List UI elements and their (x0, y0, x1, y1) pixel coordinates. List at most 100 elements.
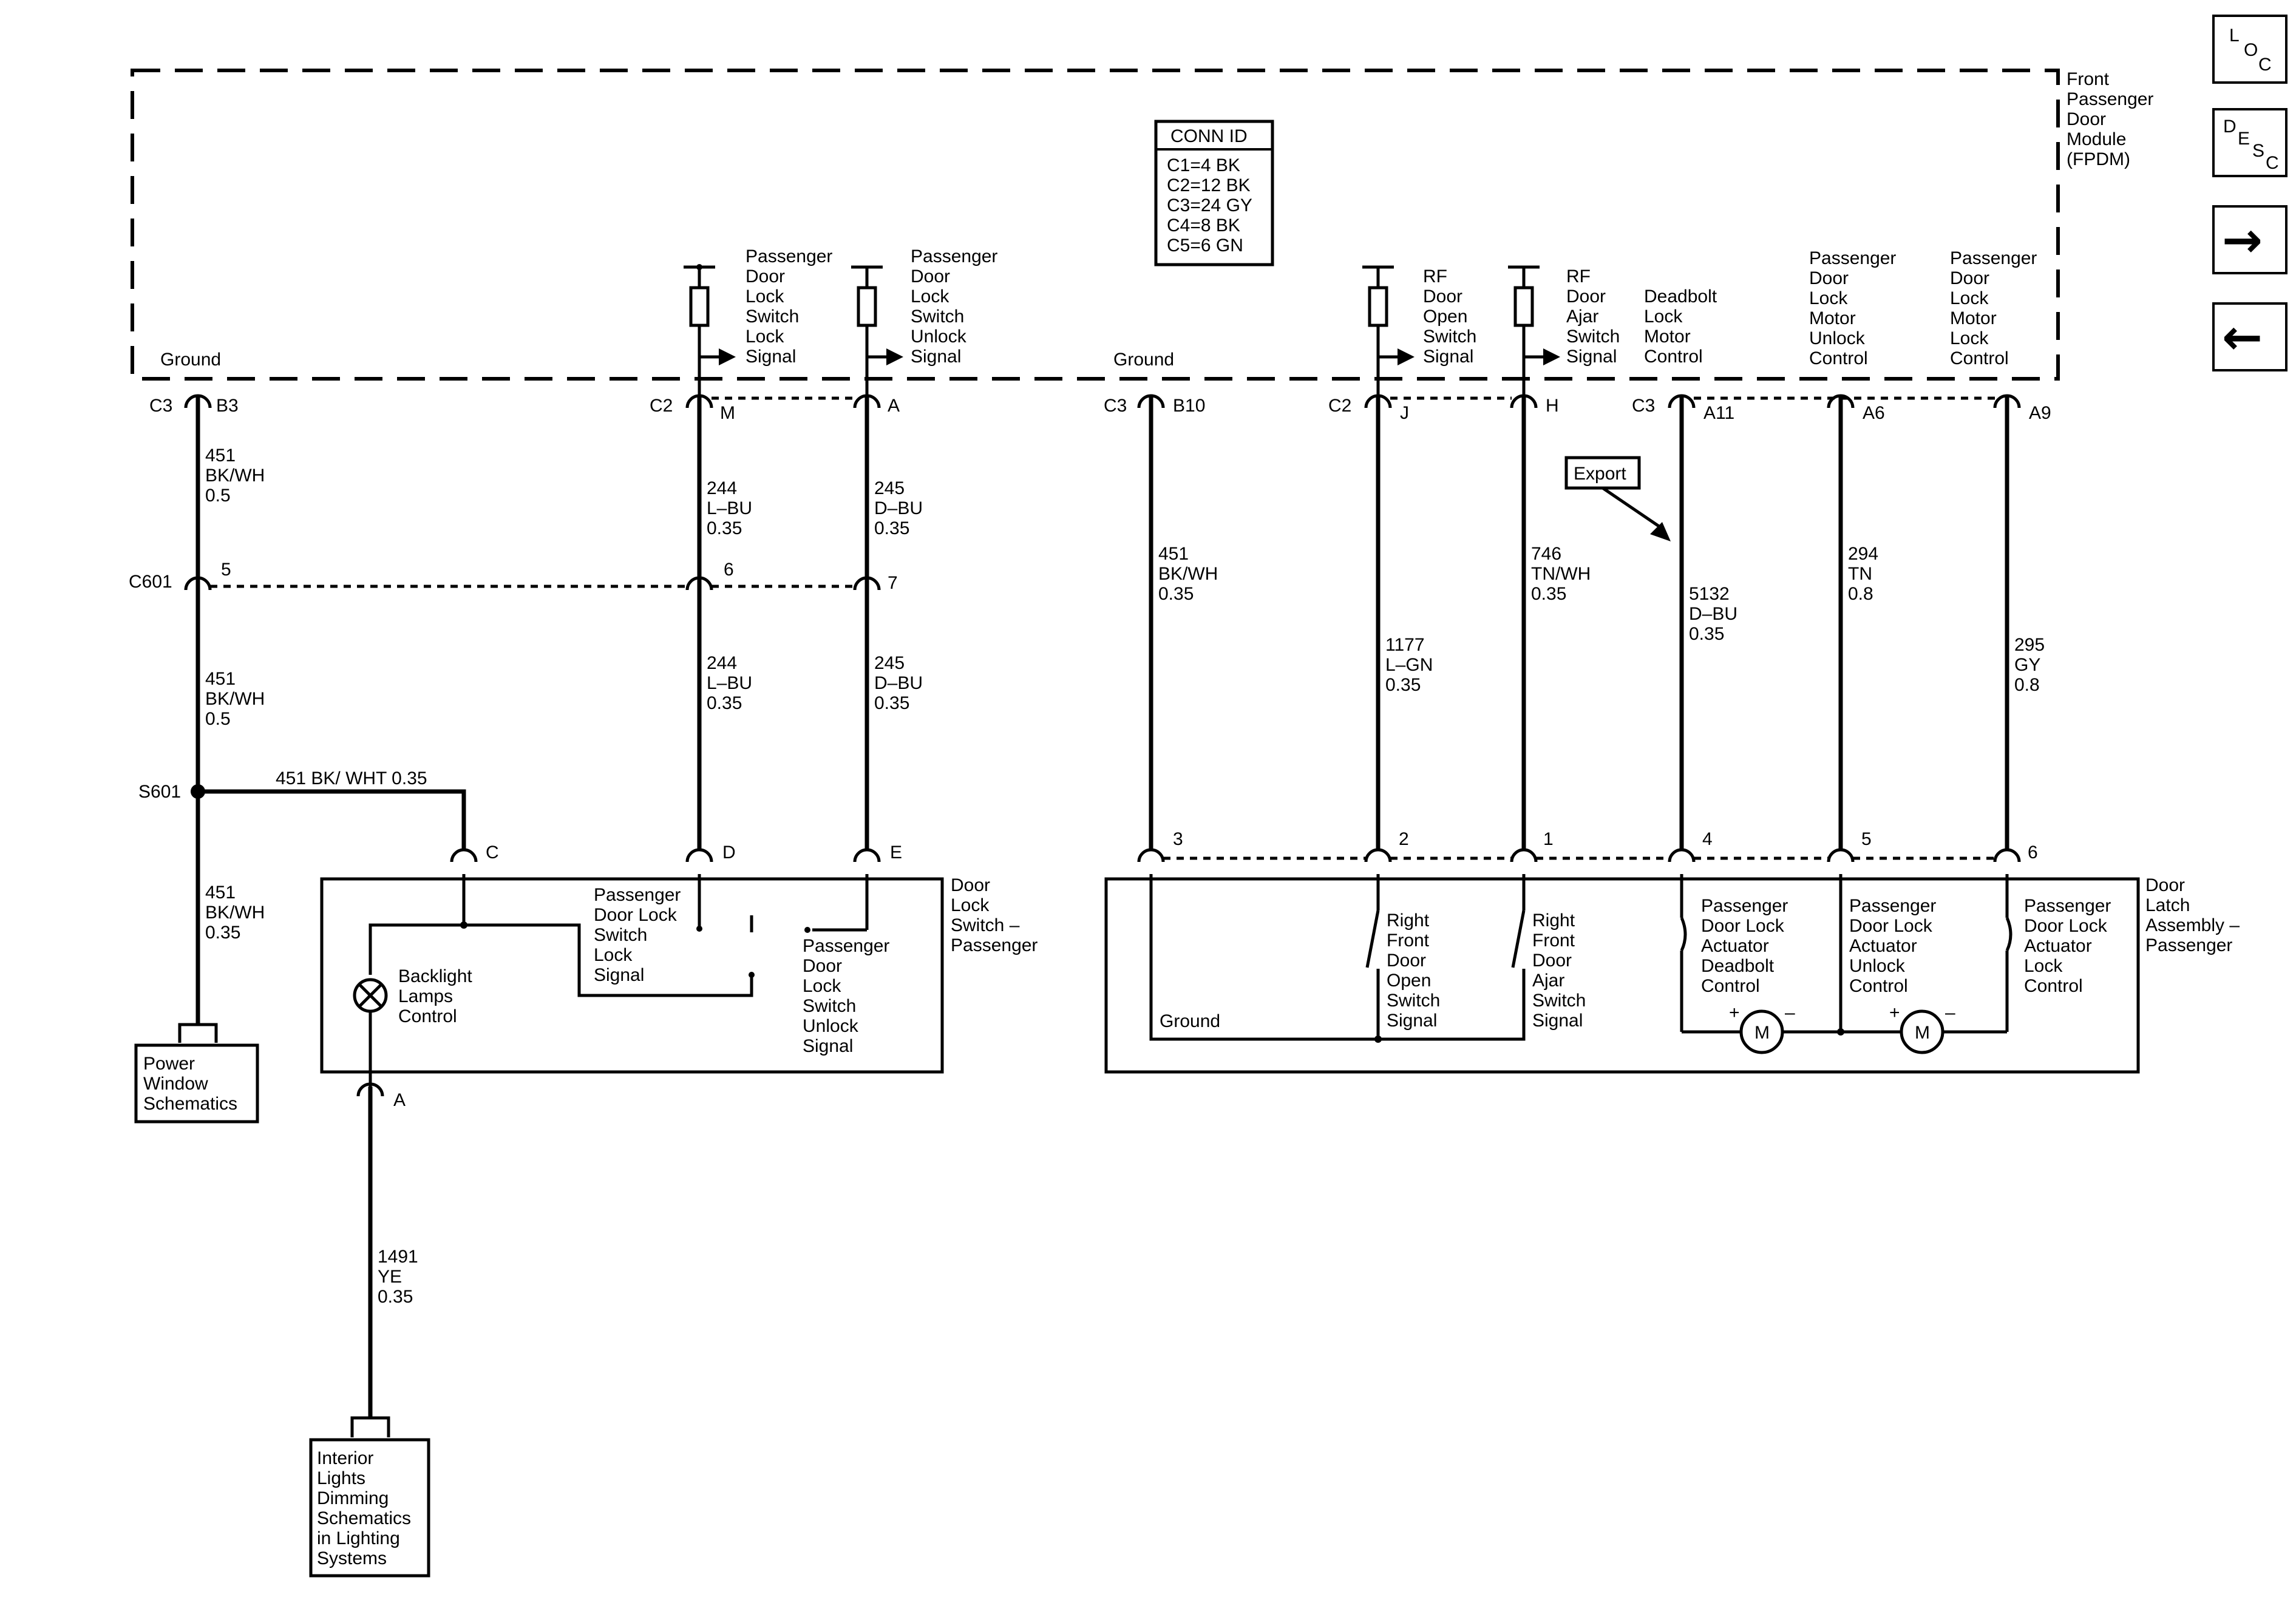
pin-c3-a9 (1993, 394, 2021, 408)
loc-letter: C (2258, 55, 2272, 75)
label-wires-w5132-1: D–BU (1689, 604, 1737, 624)
label-connectors-b3: B3 (216, 396, 239, 416)
switch-component-name: Door Lock Switch – Passenger (951, 875, 1038, 955)
label-connectors-p4: 4 (1702, 829, 1713, 849)
power-window-reference: Power Window Schematics (134, 1023, 259, 1124)
label-wires-w5132-0: 5132 (1689, 584, 1730, 604)
label-wires-w295-2: 0.8 (2014, 675, 2040, 695)
label-fpdm_labels-ajar_signal-0: RF (1566, 266, 1591, 286)
label-fpdm_labels-lock_signal-2: Lock (746, 286, 784, 307)
label-wires-w746-1: TN/WH (1531, 564, 1591, 584)
conn-id-row: C5=6 GN (1167, 236, 1243, 256)
connector-pins (184, 394, 2021, 1097)
desc-button[interactable]: D E S C (2212, 108, 2288, 177)
pin-latch-3 (1137, 848, 1165, 863)
back-button[interactable]: ← (2212, 302, 2288, 371)
motor-icon: M + – (1889, 1003, 1955, 1054)
label-connectors-p6: 6 (724, 560, 734, 580)
label-interior_lights-5: Systems (317, 1548, 387, 1568)
label-wires-w244a-0: 244 (707, 478, 737, 498)
label-fpdm_labels-lock_signal-5: Signal (746, 347, 796, 367)
conn-id-row: C3=24 GY (1167, 195, 1252, 215)
unlock-signal-label: Passenger Door Lock Switch Unlock Signal (911, 246, 997, 367)
label-connectors-c: C (486, 842, 499, 863)
label-latch_component-ajar-1: Front (1532, 931, 1575, 951)
backlight-label: Backlight Lamps Control (398, 966, 472, 1026)
label-connectors-p7: 7 (888, 573, 898, 593)
label-fpdm_labels-open_signal-2: Open (1423, 307, 1467, 327)
latch-ground-label: Ground (1160, 1011, 1220, 1031)
conn-id-row: C4=8 BK (1167, 215, 1240, 236)
label-latch_component-lock-3: Lock (2024, 956, 2063, 976)
switch-unlock-label: Passenger Door Lock Switch Unlock Signal (803, 936, 889, 1056)
label-wires-w244b-0: 244 (707, 653, 737, 673)
desc-letter: C (2266, 153, 2279, 173)
label-fpdm_labels-unlock_signal-3: Switch (911, 307, 964, 327)
pin-latch-1 (1510, 848, 1538, 863)
label-fpdm_labels-deadbolt-2: Motor (1644, 327, 1691, 347)
module-name-line: (FPDM) (2067, 149, 2130, 169)
wires (195, 395, 2009, 1418)
label-fpdm_labels-unlock_motor-1: Door (1809, 268, 1849, 288)
label-wires-w245b-0: 245 (874, 653, 905, 673)
label-switch_component-lock_label-4: Signal (594, 965, 644, 985)
label-connectors-p6b: 6 (2028, 842, 2038, 863)
label-wires-w1491-0: 1491 (378, 1247, 418, 1267)
loc-button[interactable]: L O C (2212, 15, 2288, 84)
ground-label-left: Ground (160, 350, 221, 370)
label-connectors-sw_a: A (393, 1090, 406, 1110)
label-fpdm_labels-open_signal-0: RF (1423, 266, 1447, 286)
label-switch_component-lock_label-3: Lock (594, 945, 633, 965)
label-latch_component-lock-2: Actuator (2024, 936, 2092, 956)
label-fpdm_labels-ajar_signal-4: Signal (1566, 347, 1617, 367)
lock-signal-label: Passenger Door Lock Switch Lock Signal (746, 246, 832, 367)
label-fpdm_labels-lock_motor-3: Motor (1950, 308, 1997, 328)
label-switch_component-name-2: Switch – (951, 915, 1020, 935)
label-wires-w451d-2: 0.35 (1158, 584, 1194, 604)
label-switch_component-unlock_label-2: Lock (803, 976, 841, 996)
label-connectors-a11: A11 (1703, 403, 1734, 423)
label-power_window-1: Window (143, 1074, 208, 1094)
unlock-motor-label: Passenger Door Lock Motor Unlock Control (1809, 248, 1896, 368)
label-wires-w245a-2: 0.35 (874, 518, 909, 538)
desc-letter: E (2238, 129, 2250, 149)
door-lock-switch-component: Door Lock Switch – Passenger Backlight L… (320, 874, 1038, 1086)
label-wires-w451a-2: 0.5 (205, 486, 231, 506)
label-fpdm_labels-ajar_signal-1: Door (1566, 286, 1606, 307)
label-fpdm_labels-lock_motor-5: Control (1950, 348, 2009, 368)
label-fpdm_labels-open_signal-4: Signal (1423, 347, 1473, 367)
label-latch_component-deadbolt-0: Passenger (1701, 896, 1788, 916)
lock-motor-label: Passenger Door Lock Motor Lock Control (1950, 248, 2037, 368)
motor-icon: M + – (1729, 1003, 1795, 1054)
ground-label-right: Ground (1113, 350, 1174, 370)
label-connectors-a9: A9 (2029, 403, 2051, 423)
module-name-line: Front (2067, 69, 2110, 89)
label-wires-w295-1: GY (2014, 655, 2040, 675)
backlight-lamp-icon (353, 978, 388, 1013)
label-latch_component-plus: + (1729, 1003, 1740, 1023)
connector-labels: C3 B3 C2 M A C3 B10 C2 J H C3 A11 A6 A9 … (129, 396, 2051, 1110)
label-latch_component-name-2: Assembly – (2145, 915, 2240, 935)
pin-c3-b10 (1137, 394, 1165, 408)
label-switch_component-name-1: Lock (951, 895, 990, 915)
label-latch_component-name-1: Latch (2145, 895, 2190, 915)
fpdm-module-name: Front Passenger Door Module (FPDM) (2067, 69, 2153, 169)
label-connectors-p3: 3 (1173, 829, 1183, 849)
label-switch_component-unlock_label-3: Switch (803, 996, 856, 1016)
label-latch_component-open-3: Open (1387, 971, 1431, 991)
label-fpdm_labels-open_signal-1: Door (1423, 286, 1462, 307)
label-interior_lights-3: Schematics (317, 1508, 411, 1528)
pin-c2-j (1364, 394, 1392, 408)
pin-c2-h (1510, 394, 1538, 408)
label-wires-w5132-2: 0.35 (1689, 624, 1724, 644)
label-switch_component-lock_label-2: Switch (594, 925, 647, 945)
label-connectors-s601: S601 (138, 782, 181, 802)
forward-button[interactable]: → (2212, 205, 2288, 274)
label-export_tag: Export (1574, 464, 1626, 484)
label-interior_lights-4: in Lighting (317, 1528, 400, 1548)
